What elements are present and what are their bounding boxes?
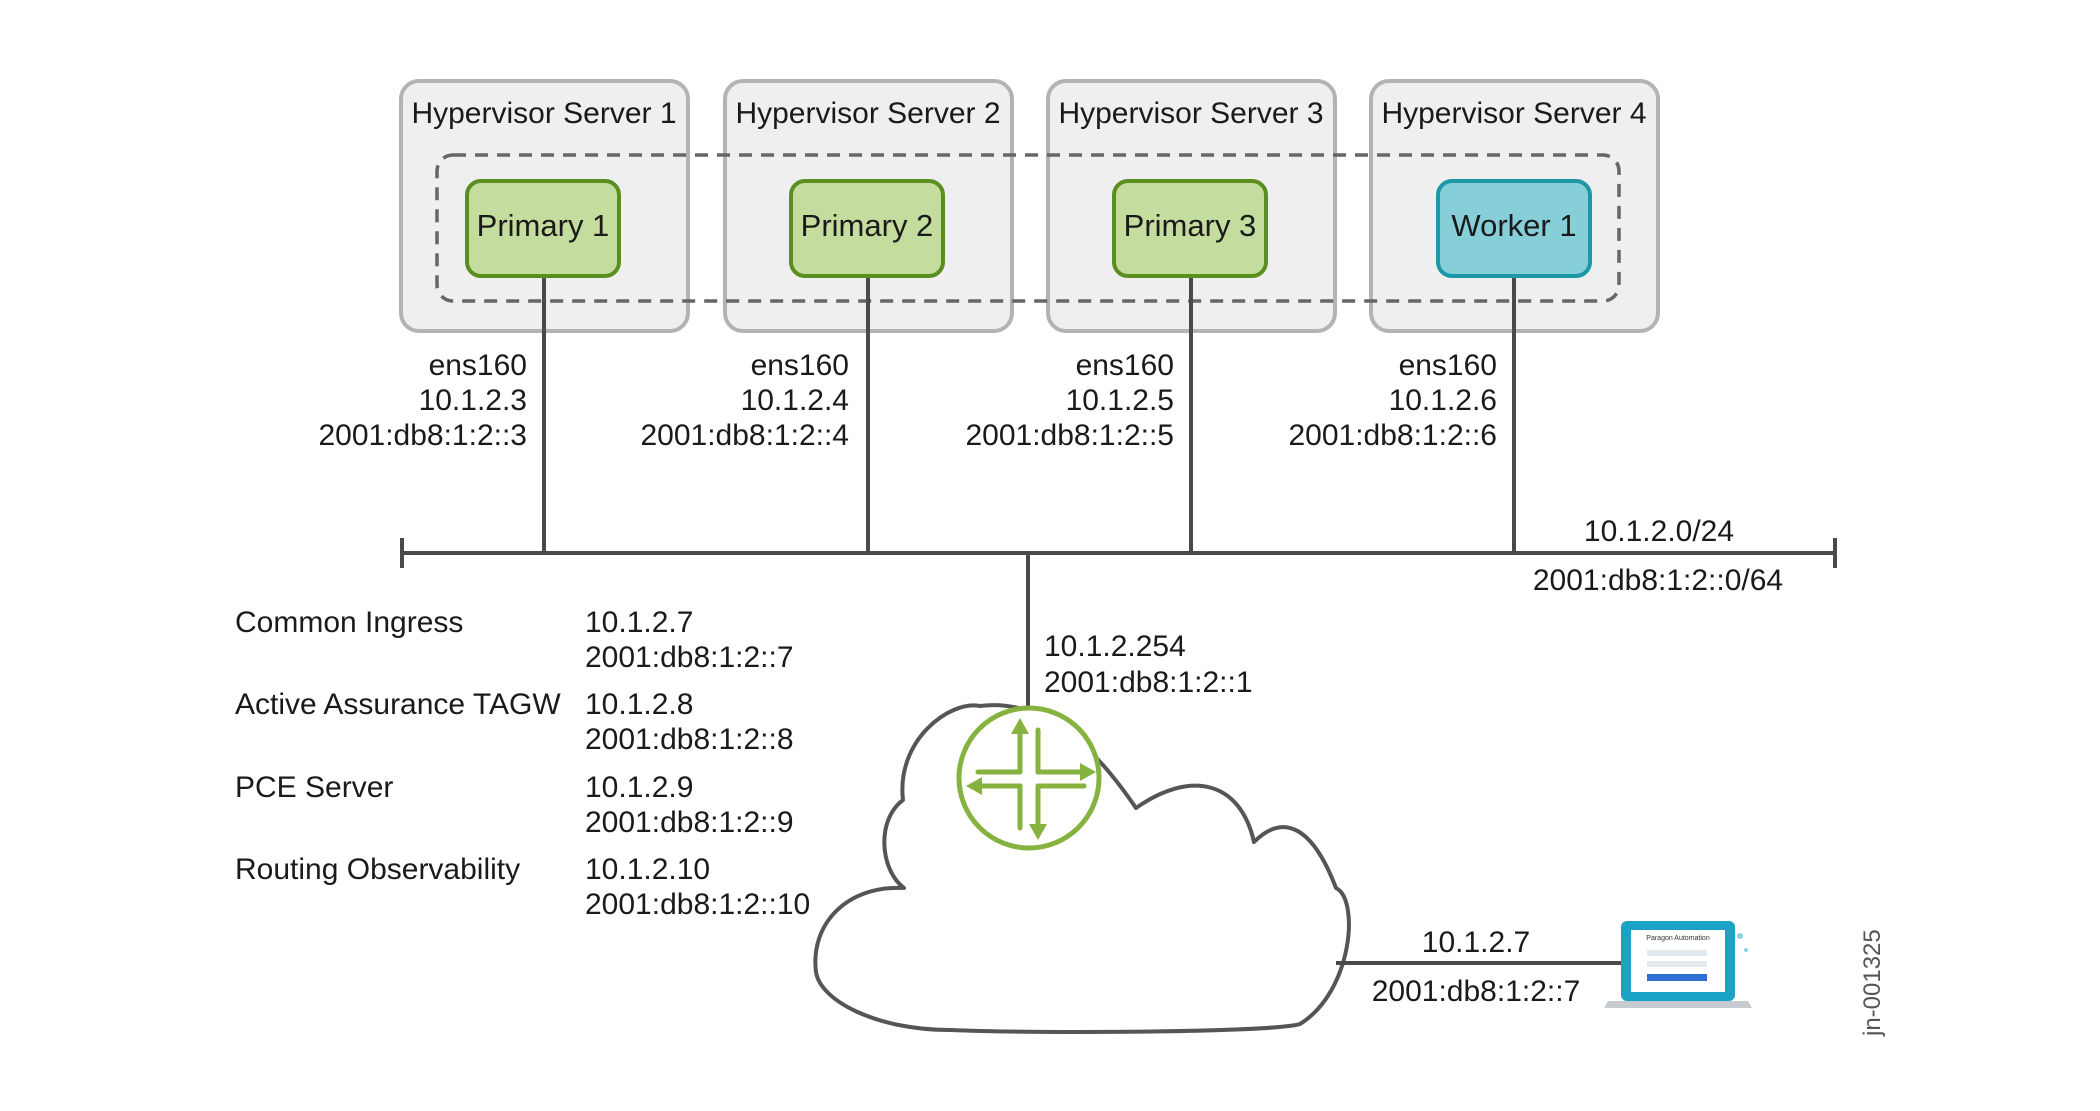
laptop-base [1604, 1001, 1752, 1008]
vip-ipv6: 2001:db8:1:2::7 [585, 641, 794, 674]
node-label: Primary 3 [1124, 208, 1257, 243]
vip-name: PCE Server [235, 771, 393, 804]
node-label: Primary 2 [801, 208, 934, 243]
iface-labels-3: ens160 10.1.2.5 2001:db8:1:2::5 [965, 349, 1174, 452]
vip-ipv4: 10.1.2.10 [585, 853, 710, 886]
iface-name: ens160 [1076, 349, 1174, 382]
vip-ipv4: 10.1.2.8 [585, 688, 693, 721]
node-box [465, 179, 621, 278]
iface-name: ens160 [751, 349, 849, 382]
gateway-ipv6: 2001:db8:1:2::1 [1044, 666, 1253, 699]
gateway-ipv4: 10.1.2.254 [1044, 630, 1186, 663]
vip-ipv4: 10.1.2.7 [585, 606, 693, 639]
screen-field [1647, 961, 1707, 967]
client-ipv4: 10.1.2.7 [1422, 926, 1530, 959]
iface-labels-1: ens160 10.1.2.3 2001:db8:1:2::3 [318, 349, 527, 452]
iface-ipv6: 2001:db8:1:2::5 [965, 419, 1174, 452]
router-icon [956, 705, 1102, 851]
node-label: Primary 1 [477, 208, 610, 243]
client-ipv6: 2001:db8:1:2::7 [1372, 975, 1581, 1008]
subnet-ipv6: 2001:db8:1:2::0/64 [1533, 564, 1783, 597]
node-box [1436, 179, 1592, 278]
iface-ipv6: 2001:db8:1:2::4 [640, 419, 849, 452]
iface-ipv6: 2001:db8:1:2::3 [318, 419, 527, 452]
vip-item: Routing Observability 10.1.2.10 2001:db8… [235, 853, 810, 921]
vip-ipv6: 2001:db8:1:2::8 [585, 723, 794, 756]
node-box [789, 179, 945, 278]
server-title: Hypervisor Server 3 [1058, 97, 1323, 130]
laptop-screen-title: Paragon Automation [1646, 935, 1710, 942]
iface-ipv4: 10.1.2.4 [741, 384, 849, 417]
iface-name: ens160 [1399, 349, 1497, 382]
iface-ipv6: 2001:db8:1:2::6 [1288, 419, 1497, 452]
vip-name: Routing Observability [235, 853, 520, 886]
node-primary-2: Primary 2 [789, 179, 945, 278]
node-worker-1: Worker 1 [1436, 179, 1592, 278]
vip-name: Common Ingress [235, 606, 463, 639]
server-title: Hypervisor Server 4 [1381, 97, 1646, 130]
vip-item: Active Assurance TAGW 10.1.2.8 2001:db8:… [235, 688, 794, 756]
subnet-ipv4: 10.1.2.0/24 [1584, 515, 1734, 548]
server-title: Hypervisor Server 1 [411, 97, 676, 130]
iface-name: ens160 [429, 349, 527, 382]
vip-item: PCE Server 10.1.2.9 2001:db8:1:2::9 [235, 771, 794, 839]
iface-ipv4: 10.1.2.5 [1066, 384, 1174, 417]
iface-ipv4: 10.1.2.6 [1389, 384, 1497, 417]
network-cloud [813, 703, 1351, 1034]
vip-item: Common Ingress 10.1.2.7 2001:db8:1:2::7 [235, 606, 794, 674]
node-box [1112, 179, 1268, 278]
iface-labels-4: ens160 10.1.2.6 2001:db8:1:2::6 [1288, 349, 1497, 452]
node-primary-3: Primary 3 [1112, 179, 1268, 278]
figure-id: jn-001325 [1859, 929, 1886, 1037]
vip-ipv6: 2001:db8:1:2::10 [585, 888, 810, 921]
lan-bus [400, 538, 1837, 568]
vip-name: Active Assurance TAGW [235, 688, 561, 721]
vip-ipv4: 10.1.2.9 [585, 771, 693, 804]
server-title: Hypervisor Server 2 [735, 97, 1000, 130]
laptop-icon: Paragon Automation [1604, 921, 1752, 1008]
screen-field [1647, 950, 1707, 956]
node-label: Worker 1 [1451, 208, 1576, 243]
screen-button [1647, 974, 1707, 981]
vip-list: Common Ingress 10.1.2.7 2001:db8:1:2::7 … [235, 606, 810, 921]
iface-ipv4: 10.1.2.3 [419, 384, 527, 417]
node-primary-1: Primary 1 [465, 179, 621, 278]
vip-ipv6: 2001:db8:1:2::9 [585, 806, 794, 839]
cluster-boundary [435, 153, 1621, 303]
iface-labels-2: ens160 10.1.2.4 2001:db8:1:2::4 [640, 349, 849, 452]
